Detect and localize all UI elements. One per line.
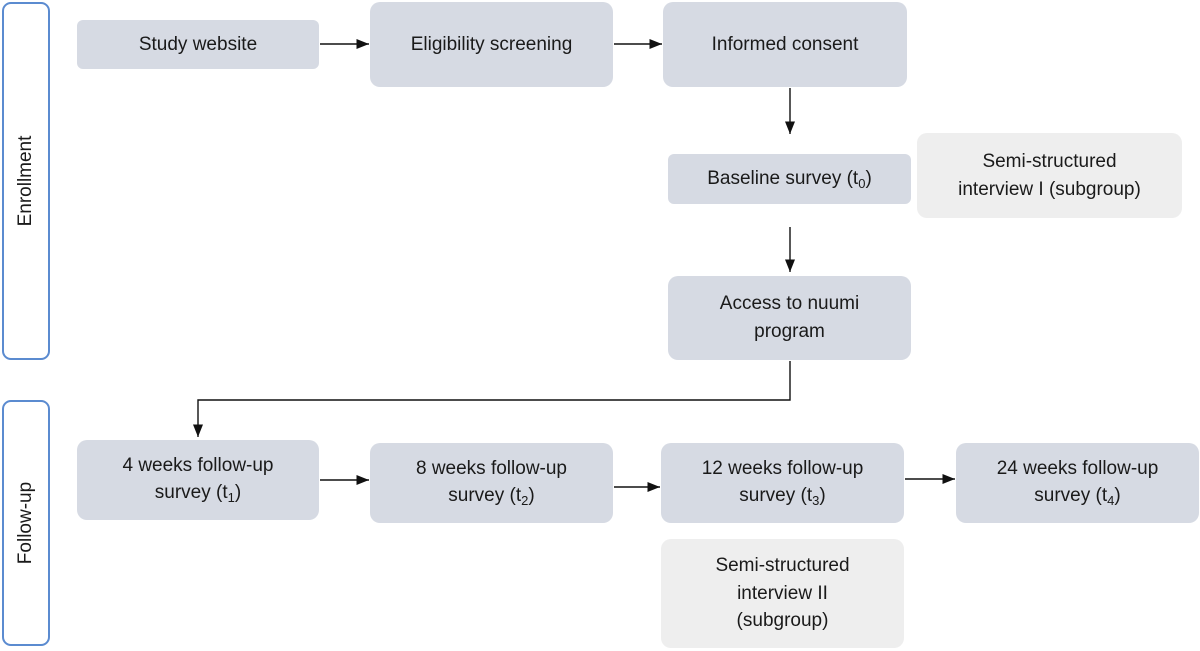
study-website-label: Study website — [138, 33, 258, 55]
phase-follow-up: Follow-up — [2, 400, 50, 646]
box-informed-consent: Informed consent — [663, 2, 907, 87]
phase-enrollment: Enrollment — [2, 2, 50, 360]
eligibility-screening-label: Eligibility screening — [410, 33, 573, 55]
baseline-survey-subscript: 0 — [858, 175, 866, 191]
baseline-survey-label: Baseline survey (t0) — [707, 167, 872, 191]
informed-consent-label: Informed consent — [711, 33, 859, 55]
box-study-website: Study website — [77, 20, 319, 69]
arrow-access-to-4-weeks — [192, 361, 791, 437]
box-eligibility-screening: Eligibility screening — [370, 2, 613, 87]
box-baseline-survey: Baseline survey (t0) — [668, 154, 911, 204]
